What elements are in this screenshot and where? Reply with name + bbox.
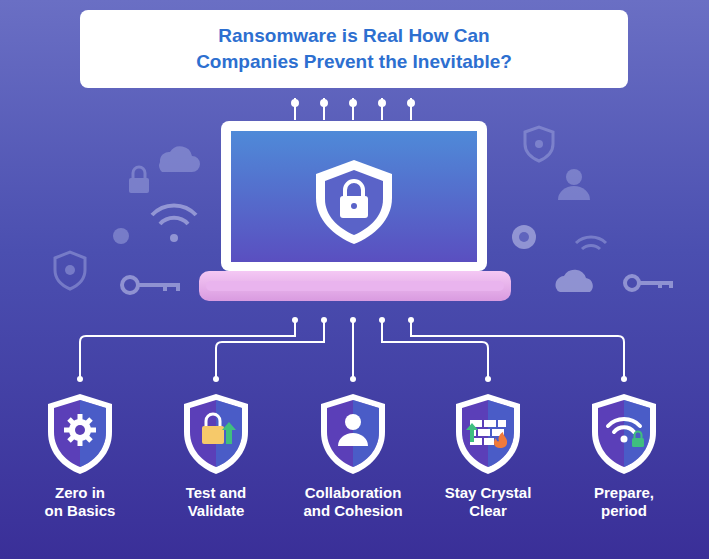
title-text: Ransomware is Real How Can Companies Pre… bbox=[94, 23, 614, 75]
shield-node: Stay Crystal Clear bbox=[427, 392, 549, 520]
shield-node: Test and Validate bbox=[165, 392, 267, 520]
shield-label: Test and Validate bbox=[171, 484, 261, 520]
shield-node: Prepare, period bbox=[573, 392, 675, 520]
branch-wires bbox=[80, 318, 624, 378]
title-box: Ransomware is Real How Can Companies Pre… bbox=[80, 10, 628, 88]
title-wires bbox=[292, 98, 414, 120]
shield-node: Collaboration and Cohesion bbox=[287, 392, 419, 520]
shield-label: Stay Crystal Clear bbox=[433, 484, 543, 520]
shield-node: Zero in on Basics bbox=[24, 392, 136, 520]
wire-dots bbox=[77, 317, 627, 382]
shield-label: Prepare, period bbox=[579, 484, 669, 520]
shield-label: Zero in on Basics bbox=[30, 484, 130, 520]
shield-icon bbox=[44, 392, 116, 476]
shield-icon bbox=[452, 392, 524, 476]
shield-icon bbox=[317, 392, 389, 476]
shield-icon bbox=[180, 392, 252, 476]
shield-label: Collaboration and Cohesion bbox=[293, 484, 413, 520]
shield-icon bbox=[588, 392, 660, 476]
laptop bbox=[199, 121, 511, 301]
